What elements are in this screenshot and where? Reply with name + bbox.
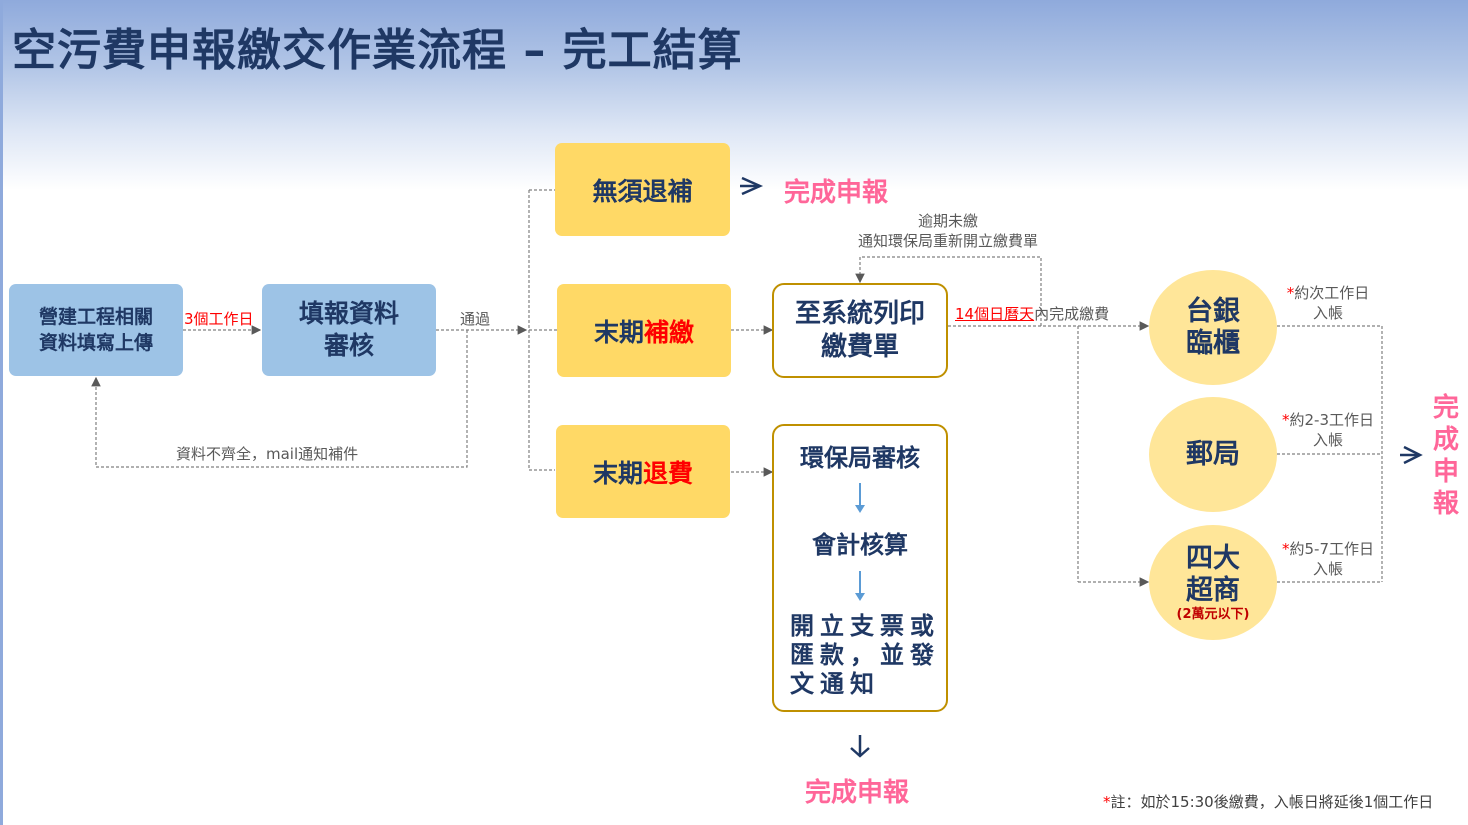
convenience-store-label: 四大 超商: [1186, 542, 1240, 606]
overdue-line2: 通知環保局重新開立繳費單: [857, 232, 1038, 250]
post-note-line1: 約2-3工作日: [1289, 411, 1375, 429]
bank-note-line1: 約次工作日: [1294, 284, 1370, 302]
final-refund-prefix: 末期: [592, 458, 643, 488]
note-star: *: [1282, 411, 1290, 429]
down-arrow-icon: [855, 483, 865, 513]
complete-label-top: 完成申報: [784, 178, 889, 208]
three-days-label: 3個工作日: [184, 310, 254, 328]
convenience-store-circle: 四大 超商 (2萬元以下): [1149, 525, 1277, 640]
print-bill-box: 至系統列印 繳費單: [772, 283, 948, 378]
store-note-line1: 約5-7工作日: [1289, 540, 1375, 558]
post-note: *約2-3工作日 入帳: [1270, 410, 1386, 450]
page-title: 空污費申報繳交作業流程 – 完工結算: [12, 25, 743, 76]
complete-label-bottom: 完成申報: [805, 778, 910, 808]
bank-note-line2: 入帳: [1312, 304, 1343, 322]
post-office-circle: 郵局: [1149, 397, 1277, 512]
note-star: *: [1282, 540, 1290, 558]
final-refund-box: 末期退費: [556, 425, 730, 518]
complete-label-vertical: 完成申報: [1432, 393, 1459, 519]
incomplete-label: 資料不齊全，mail通知補件: [176, 445, 359, 463]
overdue-note: 逾期未繳 通知環保局重新開立繳費單: [838, 211, 1058, 251]
note-star: *: [1286, 284, 1295, 302]
footnote-text: 註：如於15:30後繳費，入帳日將延後1個工作日: [1110, 793, 1434, 811]
no-refund-box: 無須退補: [555, 143, 730, 236]
footnote: *註：如於15:30後繳費，入帳日將延後1個工作日: [1103, 791, 1433, 812]
footnote-star: *: [1103, 793, 1111, 811]
final-payment-box: 末期補繳: [557, 284, 731, 377]
bank-note: *約次工作日 入帳: [1270, 283, 1386, 323]
accounting-step: 會計核算: [812, 531, 908, 559]
pass-label: 通過: [460, 310, 491, 328]
convenience-store-limit: (2萬元以下): [1176, 606, 1250, 622]
review-data-box: 填報資料 審核: [262, 284, 436, 376]
fourteen-days-suffix: 內完成繳費: [1034, 305, 1110, 323]
issue-check-step: 開立支票或 匯款，並發 文通知: [790, 612, 940, 698]
left-edge-bar: [0, 0, 3, 825]
final-payment-suffix: 補繳: [644, 317, 695, 347]
bank-counter-circle: 台銀 臨櫃: [1149, 270, 1277, 385]
final-payment-prefix: 末期: [593, 317, 644, 347]
fourteen-days-emphasis: 14個日曆天: [955, 305, 1035, 323]
store-note: *約5-7工作日 入帳: [1270, 539, 1386, 579]
upload-data-box: 營建工程相關 資料填寫上傳: [9, 284, 183, 376]
refund-process-box: [772, 424, 948, 712]
final-refund-suffix: 退費: [643, 458, 694, 488]
epa-review-step: 環保局審核: [800, 444, 920, 472]
post-note-line2: 入帳: [1312, 431, 1343, 449]
store-note-line2: 入帳: [1312, 560, 1343, 578]
overdue-line1: 逾期未繳: [917, 212, 978, 230]
fourteen-days-label: 14個日曆天內完成繳費: [955, 303, 1109, 324]
down-arrow-icon: [855, 571, 865, 601]
